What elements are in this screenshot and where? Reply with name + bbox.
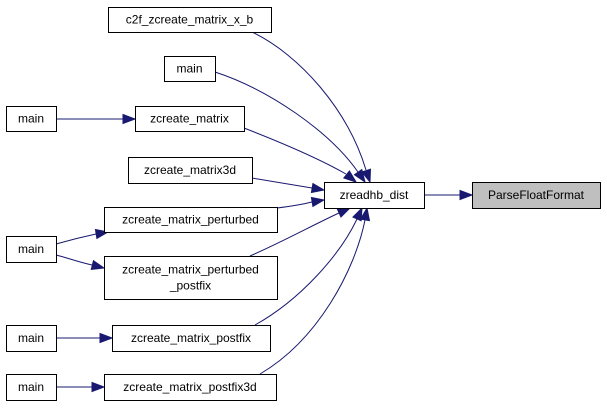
node-box [472, 182, 601, 209]
node-zcreate-matrix-postfix3d[interactable]: zcreate_matrix_postfix3d [104, 374, 277, 401]
node-zreadhb-dist[interactable]: zreadhb_dist [324, 182, 425, 209]
node-box [164, 56, 216, 82]
node-zcreate-matrix3d[interactable]: zcreate_matrix3d [128, 157, 253, 184]
node-label: main [18, 112, 44, 126]
node-main-top[interactable]: main [164, 56, 216, 82]
node-box [324, 182, 425, 209]
edge-zcreate_matrix3d-to-zreadhb_dist [251, 177, 326, 194]
node-label: zcreate_matrix_perturbed [122, 213, 259, 227]
edge-zreadhb_dist-to-ParseFloatFormat [424, 189, 474, 201]
edge-main_top-to-zreadhb_dist [214, 71, 366, 184]
edge-line [55, 233, 97, 245]
node-main-pert[interactable]: main [6, 236, 57, 263]
node-label: main [176, 62, 202, 76]
node-box [104, 207, 278, 233]
node-label: main [18, 380, 44, 394]
edge-zcreate_matrix-to-zreadhb_dist [243, 127, 358, 183]
node-main-postfix3d[interactable]: main [6, 374, 57, 401]
node-label: zcreate_matrix_perturbed [122, 263, 259, 277]
node-box [6, 236, 57, 263]
edge-line [249, 212, 340, 257]
edge-main_postfix3d-to-zcreate_matrix_postfix3d [56, 381, 106, 393]
node-label: zcreate_matrix_postfix [131, 331, 251, 345]
arrowhead [342, 170, 358, 183]
arrowhead [336, 207, 352, 218]
node-label: zcreate_matrix3d [144, 163, 236, 177]
arrowhead [353, 168, 366, 184]
node-box [112, 325, 271, 352]
edge-line [55, 254, 93, 266]
node-ParseFloatFormat[interactable]: ParseFloatFormat [472, 182, 601, 209]
edge-zcreate_matrix_postfix-to-zreadhb_dist [254, 206, 363, 326]
node-box [6, 325, 57, 352]
arrowhead [359, 206, 371, 222]
arrowhead [90, 259, 106, 271]
edge-main_pert-to-zcreate_matrix_perturbed [55, 228, 110, 245]
arrowhead [352, 206, 363, 222]
arrowhead [91, 381, 106, 393]
edge-c2f-to-zreadhb_dist [251, 31, 372, 184]
edge-zcreate_matrix_postfix3d-to-zreadhb_dist [259, 206, 371, 375]
node-label: main [18, 331, 44, 345]
node-zcreate-matrix-postfix[interactable]: zcreate_matrix_postfix [112, 325, 271, 352]
edge-main_zc-to-zcreate_matrix [56, 113, 137, 125]
node-label: zreadhb_dist [340, 188, 409, 202]
node-box [135, 106, 245, 132]
node-label: _postfix [169, 279, 211, 293]
arrowhead [459, 189, 474, 201]
edge-main_pert-to-zcreate_matrix_perturbed_postfix [55, 254, 106, 271]
node-box [6, 374, 57, 401]
edge-line [251, 177, 313, 189]
node-main-postfix[interactable]: main [6, 325, 57, 352]
edge-line [276, 201, 313, 209]
node-main-zc[interactable]: main [6, 106, 57, 132]
node-zcreate-matrix[interactable]: zcreate_matrix [135, 106, 245, 132]
arrowhead [122, 113, 137, 125]
node-box [6, 106, 57, 132]
arrowhead [310, 196, 326, 208]
node-box [108, 7, 272, 33]
edge-line [251, 31, 367, 171]
node-c2f[interactable]: c2f_zcreate_matrix_x_b [108, 7, 272, 33]
edge-line [259, 219, 366, 375]
node-label: zcreate_matrix [150, 112, 229, 126]
edge-zcreate_matrix_perturbed-to-zreadhb_dist [276, 196, 326, 209]
node-label: ParseFloatFormat [488, 188, 585, 202]
node-zcreate-matrix-perturbed-postfix[interactable]: zcreate_matrix_perturbed _postfix [104, 256, 278, 300]
arrowhead [310, 182, 326, 194]
edge-line [214, 71, 359, 173]
edge-line [243, 127, 347, 175]
edges-layer [55, 31, 474, 393]
node-label: main [18, 242, 44, 256]
node-label: zcreate_matrix_postfix3d [123, 380, 256, 394]
node-box [104, 374, 277, 401]
node-box [104, 256, 278, 300]
node-zcreate-matrix-perturbed[interactable]: zcreate_matrix_perturbed [104, 207, 278, 233]
arrowhead [361, 168, 372, 184]
edge-main_postfix-to-zcreate_matrix_postfix [56, 332, 114, 344]
edge-line [254, 218, 358, 326]
node-label: c2f_zcreate_matrix_x_b [126, 13, 254, 27]
node-box [128, 157, 253, 184]
arrowhead [99, 332, 114, 344]
